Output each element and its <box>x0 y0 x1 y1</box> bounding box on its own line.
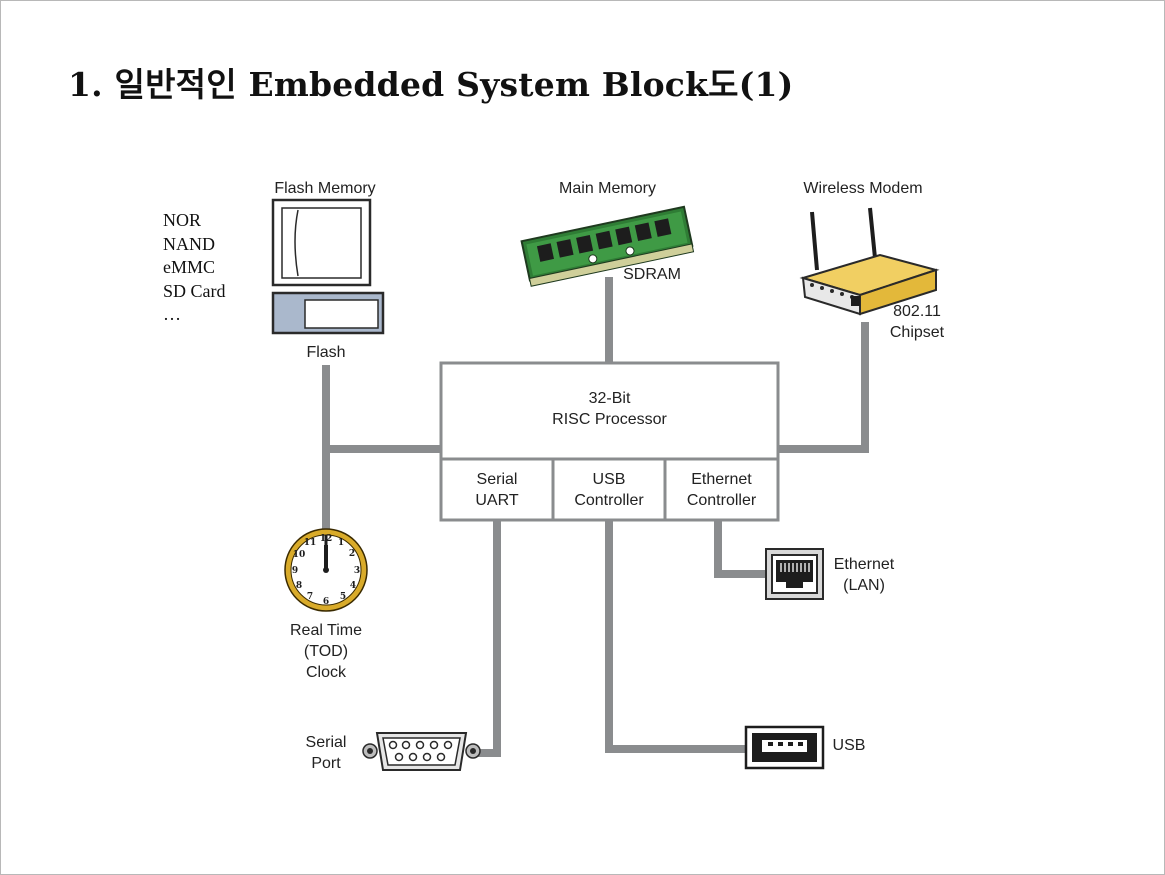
storage-type-item: eMMC <box>163 257 216 277</box>
real-time-clock-label: Real Time (TOD) Clock <box>276 620 376 683</box>
wireless-modem-label: Wireless Modem <box>803 180 923 197</box>
clock-numeral: 5 <box>340 592 346 602</box>
main-memory-label: Main Memory <box>559 180 656 197</box>
serial-uart-label-line2: UART <box>475 492 519 509</box>
storage-type-item: NAND <box>163 233 215 254</box>
ethernet-lan-label-line1: Ethernet <box>833 556 895 573</box>
ram-module-icon <box>520 205 695 287</box>
clock-numeral: 1 <box>338 538 344 548</box>
chipset-label-line2: Chipset <box>889 324 945 341</box>
real-time-clock-label-line1: Real Time <box>289 622 363 639</box>
ethernet-controller-label-line2: Controller <box>686 492 757 509</box>
usb-controller-label: USB Controller <box>553 469 665 511</box>
clock-numeral: 10 <box>293 550 306 560</box>
bus-usb <box>605 520 748 753</box>
bus-ethernet <box>714 520 768 578</box>
ethernet-controller-label-line1: Ethernet <box>691 471 752 488</box>
usb-label: USB <box>832 737 866 754</box>
storage-type-item: SD Card <box>163 280 226 301</box>
clock-numeral: 3 <box>354 566 360 576</box>
real-time-clock-label-line2: (TOD) <box>303 643 349 660</box>
real-time-clock-label-line3: Clock <box>305 664 346 681</box>
ethernet-lan-label: Ethernet (LAN) <box>826 554 902 596</box>
clock-numeral: 11 <box>304 538 317 548</box>
wireless-router-icon <box>799 207 940 316</box>
serial-uart-label: Serial UART <box>441 469 553 511</box>
page-title: 1. 일반적인 Embedded System Block도(1) <box>68 65 794 104</box>
clock-numeral: 8 <box>296 581 302 591</box>
clock-numeral: 7 <box>307 592 313 602</box>
bus-lines <box>322 277 869 757</box>
processor-label: 32-Bit RISC Processor <box>441 388 778 430</box>
sdram-label: SDRAM <box>623 266 681 283</box>
flash-memory-label: Flash Memory <box>274 180 376 197</box>
chipset-label: 802.11 Chipset <box>878 301 956 343</box>
serial-port-label: Serial Port <box>295 732 357 774</box>
flash-card-icon <box>271 198 385 335</box>
serial-port-label-line2: Port <box>311 755 341 772</box>
clock-numeral: 2 <box>349 549 355 559</box>
storage-type-item: … <box>163 304 181 324</box>
chipset-label-line1: 802.11 <box>893 303 941 320</box>
storage-type-list: NOR NAND eMMC SD Card … <box>163 209 226 327</box>
processor-block <box>439 361 780 522</box>
clock-icon: 12 1 2 3 4 5 6 7 8 9 10 11 <box>284 528 368 612</box>
usb-controller-label-line1: USB <box>592 471 626 488</box>
rj45-port-icon <box>765 548 824 600</box>
processor-label-line1: 32-Bit <box>588 390 631 407</box>
flash-label: Flash <box>306 344 346 361</box>
clock-numeral: 9 <box>292 566 298 576</box>
bus-wireless <box>779 322 869 453</box>
serial-uart-label-line1: Serial <box>476 471 518 488</box>
clock-numeral: 6 <box>323 597 329 607</box>
ethernet-lan-label-line2: (LAN) <box>843 577 885 594</box>
processor-label-line2: RISC Processor <box>552 411 667 428</box>
usb-port-icon <box>744 725 825 770</box>
bus-uart <box>478 520 501 757</box>
storage-type-item: NOR <box>163 210 202 230</box>
usb-controller-label-line2: Controller <box>574 492 644 509</box>
serial-port-label-line1: Serial <box>305 734 347 751</box>
ethernet-controller-label: Ethernet Controller <box>665 469 778 511</box>
clock-numeral: 4 <box>350 581 356 591</box>
db9-serial-port-icon <box>362 732 481 771</box>
